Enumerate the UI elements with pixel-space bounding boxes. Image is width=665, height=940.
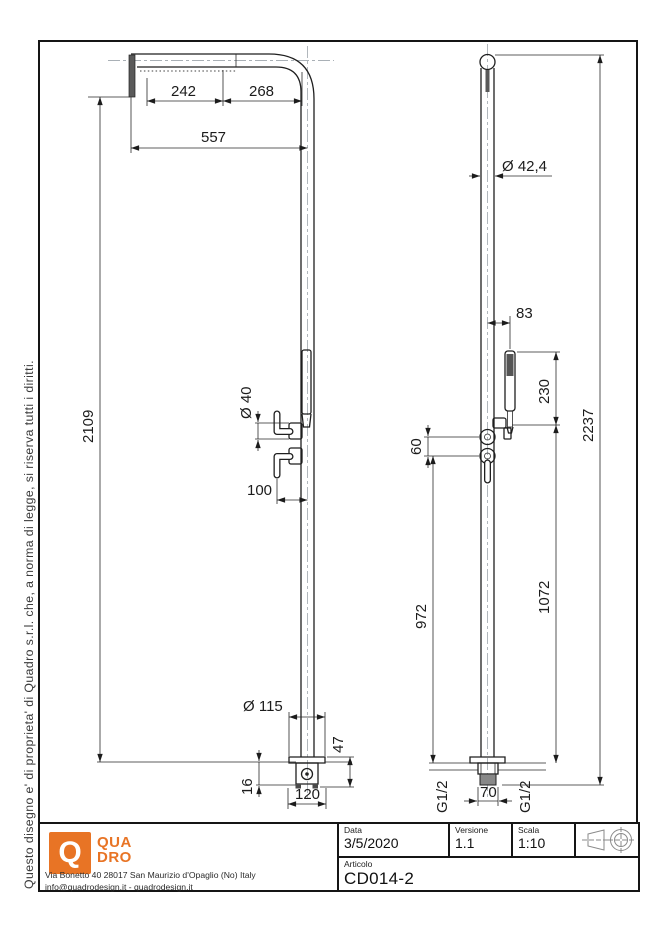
title-cell-article: Articolo CD014-2 [339,858,638,890]
lower-lever [274,454,293,478]
dim-base-dia: Ø 115 [243,698,283,715]
version-label: Versione [455,825,489,835]
floor-reference-lines [429,762,546,771]
dim-total-height: 2237 [580,409,597,442]
dim-base-recess: 16 [239,778,256,795]
side-dimensions: Ø 42,4 2237 83 230 60 972 1072 70 G1/2 G… [408,54,604,813]
dim-arm-total: 557 [201,129,226,146]
arm-inner-outline [137,66,302,757]
dim-arm-left: 242 [171,83,196,100]
handshower-cone-side [506,426,514,434]
base-body-lines [480,763,496,774]
title-cell-date: Data 3/5/2020 [339,824,450,856]
inlet-thread-left-label: G1/2 [434,780,451,813]
bracket-hook [503,427,512,440]
inlet-fitting [479,773,497,786]
title-block: Data 3/5/2020 Versione 1.1 Scala 1:10 Ar… [337,822,640,892]
arm-end-circle [479,53,496,71]
scale-label: Scala [518,825,540,835]
showerhead-edge-side [485,70,490,92]
title-cell-version: Versione 1.1 [450,824,513,856]
lower-valve-stem [484,452,491,460]
side-view [429,44,546,800]
handshower-grip [506,354,514,376]
dim-valve-spacing: 60 [408,438,425,455]
first-angle-projection-icon [582,827,635,853]
dim-height-floor-to-head: 2109 [80,410,97,443]
handshower-cone-front [301,413,312,428]
date-value: 3/5/2020 [344,835,399,852]
dim-handle-length: 100 [247,482,272,499]
dim-bracket-height: 1072 [536,581,553,614]
article-label: Articolo [344,859,373,869]
dim-handshower-length: 230 [536,379,553,404]
showerhead-edge [128,54,136,98]
date-label: Data [344,825,362,835]
inlet-thread-right-label: G1/2 [517,780,534,813]
upper-valve-stem [484,433,491,441]
arm-outer-outline [131,53,315,757]
upper-lever [274,411,293,434]
dim-valve-height: 972 [413,604,430,629]
company-logo: Q [49,832,91,874]
company-contacts: info@quadrodesign.it - quadrodesign.it [45,882,193,892]
handshower-bracket [492,417,507,429]
title-cell-scale: Scala 1:10 [513,824,576,856]
base-plate-front [288,756,326,764]
projection-symbol-cell [576,824,638,856]
version-value: 1.1 [455,835,475,852]
dim-handshower-offset: 83 [516,305,533,322]
front-view [108,46,352,800]
upper-valve-side [479,428,496,446]
base-foot-left [295,784,301,789]
dim-base-width: 120 [295,786,320,803]
company-name-bottom: DRO [97,849,132,866]
dim-base-height: 47 [330,736,347,753]
base-foot-right [312,784,318,789]
article-value: CD014-2 [344,869,415,889]
dim-arm-right: 268 [249,83,274,100]
front-dimensions: 242 268 557 2109 Ø 40 100 Ø 115 47 16 [80,70,354,809]
handshower-wand [507,410,513,428]
column-side-outline [480,68,495,757]
company-block: Q QUA DRO Via Bonetto 40 28017 San Mauri… [38,822,339,892]
base-inlet-circle [300,767,314,781]
dim-column-dia: Ø 42,4 [502,158,547,175]
dim-inlet-spacing: 70 [480,784,497,801]
company-address: Via Bonetto 40 28017 San Maurizio d'Opag… [45,870,256,880]
company-name-top: QUA [97,834,132,851]
handshower-front [301,349,312,415]
base-inlet-center [305,772,309,776]
dim-valve-dia: Ø 40 [238,386,255,419]
logo-letter: Q [58,836,82,869]
ownership-note: Questo disegno e' di proprieta' di Quadr… [22,360,36,889]
scale-value: 1:10 [518,835,546,852]
